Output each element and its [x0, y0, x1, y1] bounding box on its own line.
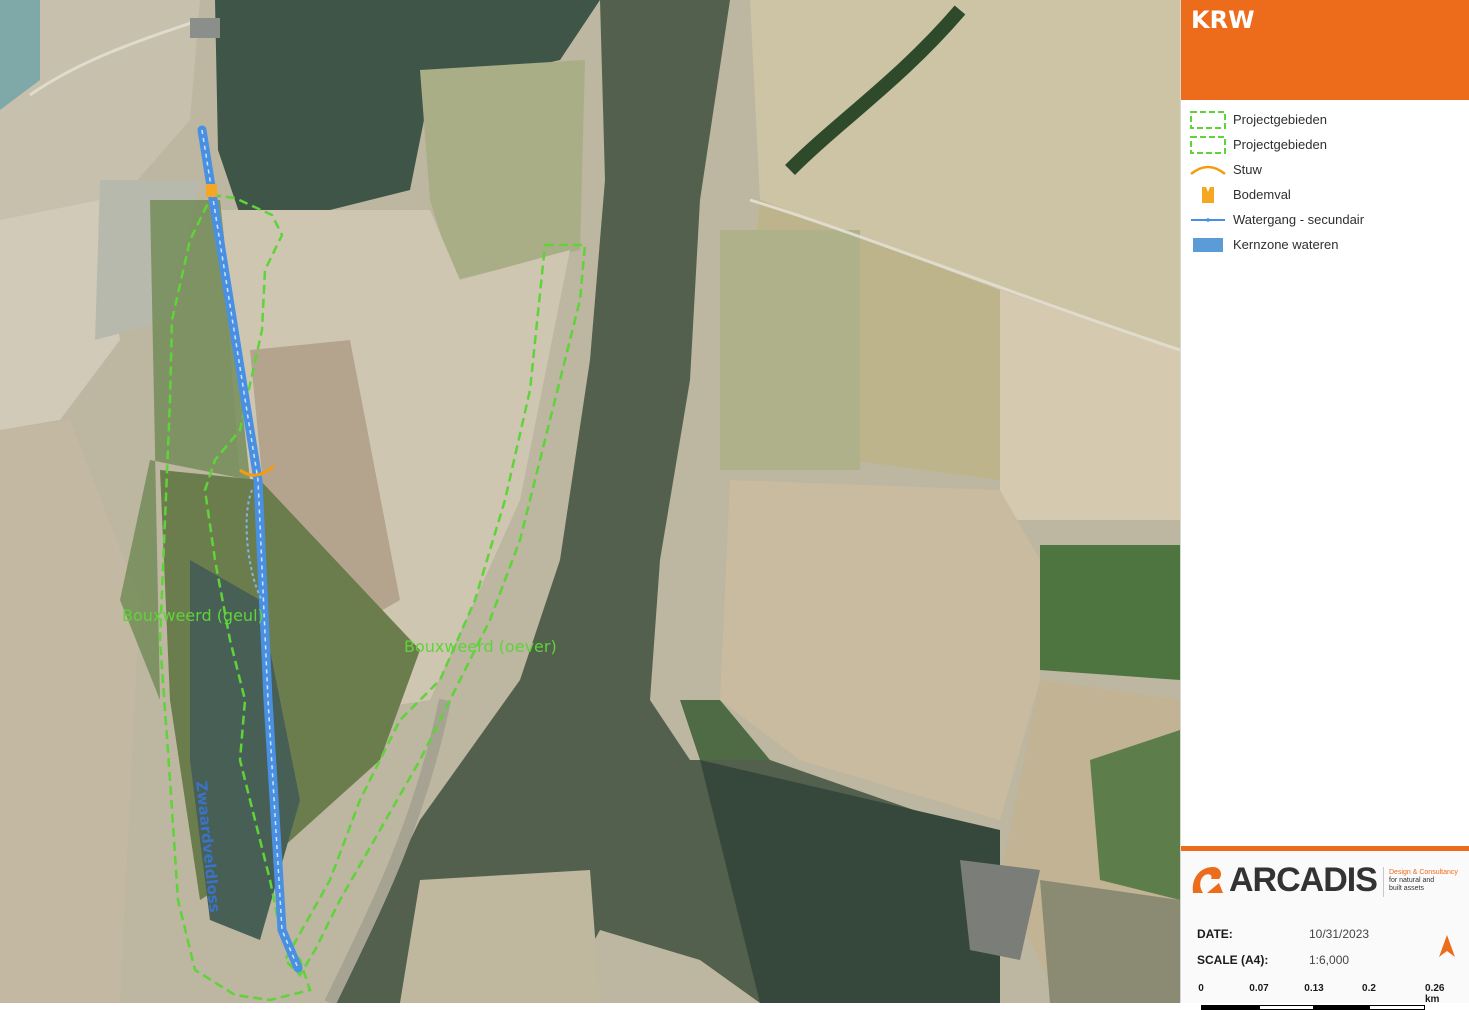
- water-nw-corner: [0, 0, 40, 110]
- scale-tick: 0.26 km: [1425, 983, 1445, 1005]
- area-label-oever: Bouxweerd (oever): [404, 637, 557, 656]
- legend-panel: KRW Projectgebieden Projectgebieden Stuw…: [1180, 0, 1469, 1010]
- tagline-line-1: Design & Consultancy: [1389, 869, 1458, 876]
- legend-label: Bodemval: [1233, 187, 1291, 202]
- bodemval-icon[interactable]: [206, 184, 217, 197]
- tree-line-ne: [785, 5, 966, 175]
- arcadis-logo-icon: [1192, 867, 1223, 893]
- legend: Projectgebieden Projectgebieden Stuw Bod…: [1189, 108, 1459, 258]
- north-arrow-icon: [1439, 935, 1455, 957]
- arcadis-logo: ARCADIS Design & Consultancy for natural…: [1189, 859, 1467, 905]
- project-area-oever: [283, 243, 587, 978]
- legend-item-kernzone: Kernzone wateren: [1189, 233, 1459, 258]
- legend-label: Watergang - secundair: [1233, 212, 1365, 227]
- field-green-se: [1040, 545, 1180, 680]
- scale-bar: 0 0.07 0.13 0.2 0.26 km: [1197, 983, 1461, 1010]
- orange-drop-icon: [1202, 187, 1214, 203]
- date-value: 10/31/2023: [1309, 927, 1370, 941]
- river-bank: [680, 700, 770, 760]
- scale-tick: 0.07: [1249, 983, 1269, 994]
- panel-header: KRW: [1181, 0, 1469, 100]
- legend-item-projectgebieden-1: Projectgebieden: [1189, 108, 1459, 133]
- village: [1040, 880, 1180, 1003]
- map-footer: ARCADIS Design & Consultancy for natural…: [1181, 846, 1469, 1010]
- lake-north: [215, 0, 600, 215]
- field-e-green: [720, 230, 860, 470]
- aerial-map[interactable]: Bouxweerd (geul) Bouxweerd (oever) Zwaar…: [0, 0, 1180, 1003]
- tree-strip-west: [120, 200, 250, 700]
- legend-label: Kernzone wateren: [1233, 237, 1339, 252]
- scale-tick: 0: [1198, 983, 1204, 994]
- river-main: [330, 0, 1000, 1003]
- logo-divider: [1383, 867, 1384, 897]
- legend-label: Projectgebieden: [1233, 112, 1327, 127]
- scale-segment: [1369, 1005, 1425, 1010]
- tagline-line-2: for natural and: [1389, 877, 1435, 884]
- field-nw: [0, 0, 200, 220]
- road-east: [749, 198, 1180, 352]
- scale-segment: [1314, 1005, 1369, 1010]
- dashed-green-square-icon: [1190, 111, 1226, 129]
- blue-rectangle-icon: [1193, 238, 1223, 252]
- field-se: [720, 480, 1040, 820]
- secondary-watercourse: [201, 129, 299, 969]
- parking-area: [960, 860, 1040, 960]
- field-ne: [750, 0, 1180, 350]
- field-e2: [1000, 290, 1180, 520]
- date-label: DATE:: [1197, 927, 1233, 941]
- legend-item-stuw: Stuw: [1189, 158, 1459, 183]
- legend-label: Stuw: [1233, 162, 1262, 177]
- stuw-icon[interactable]: [239, 464, 275, 477]
- lake-southeast: [700, 760, 1000, 1003]
- field-south: [400, 870, 600, 1003]
- scale-tick: 0.2: [1362, 983, 1376, 994]
- logo-tagline: Design & Consultancy for natural and bui…: [1389, 869, 1469, 893]
- legend-item-projectgebieden-2: Projectgebieden: [1189, 133, 1459, 158]
- field-green-corner: [1090, 730, 1180, 900]
- project-area-geul: [158, 193, 312, 1002]
- secondary-watercourse-branch: [245, 489, 263, 601]
- map-canvas: [0, 0, 1180, 1003]
- dashed-green-square-icon: [1190, 136, 1226, 154]
- road-north: [29, 18, 201, 97]
- area-label-geul: Bouxweerd (geul): [122, 606, 264, 625]
- legend-item-bodemval: Bodemval: [1189, 183, 1459, 208]
- legend-label: Projectgebieden: [1233, 137, 1327, 152]
- dike-road: [324, 698, 451, 1003]
- scale-tick: 0.13: [1304, 983, 1324, 994]
- panel-title: KRW: [1191, 6, 1255, 34]
- scale-segment: [1259, 1005, 1314, 1010]
- sluice-structure: [190, 18, 220, 38]
- blue-dashed-line-icon: [1191, 218, 1225, 222]
- field-w2: [0, 420, 140, 1003]
- orange-arc-icon: [1190, 165, 1226, 175]
- scale-label: SCALE (A4):: [1197, 953, 1269, 967]
- legend-item-watergang: Watergang - secundair: [1189, 208, 1459, 233]
- field-island: [420, 60, 585, 280]
- field-w1: [0, 200, 120, 430]
- tagline-line-3: built assets: [1389, 885, 1425, 892]
- scale-value: 1:6,000: [1309, 953, 1350, 967]
- logo-wordmark: ARCADIS: [1229, 861, 1378, 899]
- scale-segment: [1201, 1005, 1259, 1010]
